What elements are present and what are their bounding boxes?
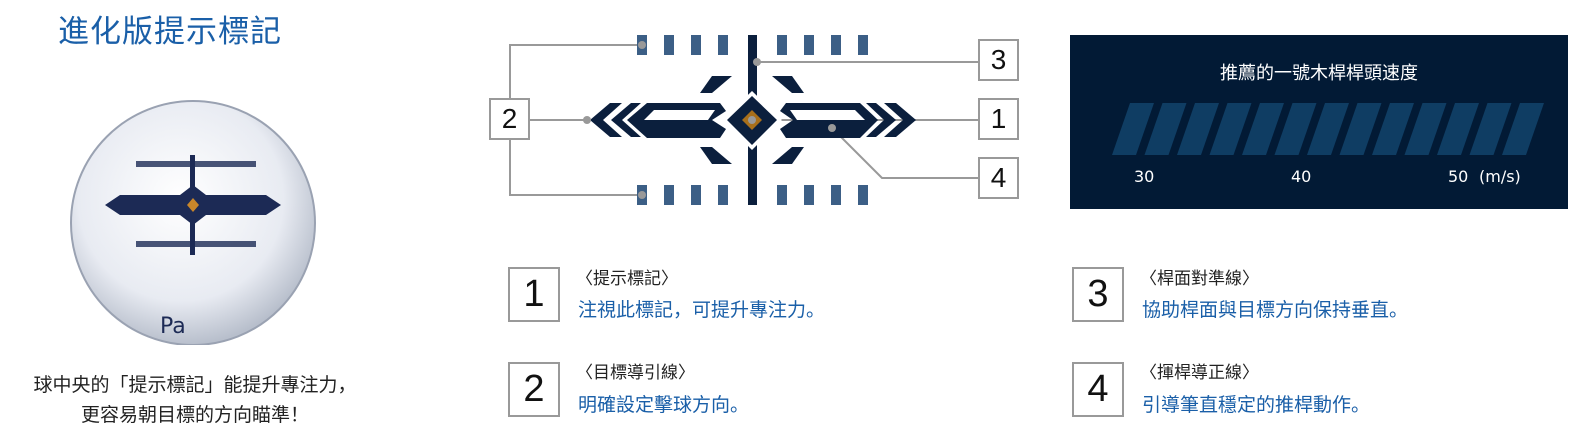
speed-stripe — [1372, 103, 1414, 155]
speed-stripes — [1112, 103, 1544, 155]
section-title: 進化版提示標記 — [58, 14, 282, 50]
golf-ball-image: Pa — [70, 100, 316, 345]
tick-30: 30 — [1134, 167, 1155, 186]
speed-stripe — [1209, 103, 1252, 155]
speed-stripe — [1404, 103, 1447, 155]
swing-speed-panel: 推薦的一號木桿桿頭速度 30 40 50 (m/s) — [1070, 35, 1568, 209]
tick-50: 50 — [1448, 167, 1469, 186]
speed-stripe — [1469, 103, 1512, 155]
legend-number-1: 1 — [508, 267, 560, 322]
caption-line-2: 更容易朝目標的方向瞄準！ — [80, 404, 309, 426]
legend-label-3: 〈桿面對準線〉 — [1140, 269, 1259, 289]
speed-stripe — [1339, 103, 1382, 155]
speed-stripe — [1307, 103, 1349, 155]
alignment-marker-diagram — [509, 35, 978, 205]
unit-label: (m/s) — [1479, 167, 1521, 186]
legend-number-2: 2 — [508, 362, 560, 417]
tick-40: 40 — [1291, 167, 1312, 186]
svg-text:Pa: Pa — [160, 314, 186, 339]
legend-desc-4: 引導筆直穩定的推桿動作。 — [1142, 394, 1371, 416]
callout-4: 4 — [978, 157, 1019, 199]
legend-label-4: 〈揮桿導正線〉 — [1140, 363, 1259, 383]
speed-stripe — [1437, 103, 1479, 155]
callout-2: 2 — [489, 98, 530, 140]
legend-desc-2: 明確設定擊球方向。 — [578, 394, 750, 416]
callout-1: 1 — [978, 98, 1019, 140]
speed-stripe — [1144, 103, 1187, 155]
legend-label-2: 〈目標導引線〉 — [576, 363, 695, 383]
legend-desc-3: 協助桿面與目標方向保持垂直。 — [1142, 299, 1409, 321]
speed-stripe — [1502, 103, 1544, 155]
speed-stripe — [1274, 103, 1317, 155]
speed-stripe — [1177, 103, 1219, 155]
callout-3: 3 — [978, 39, 1019, 81]
legend-desc-1: 注視此標記，可提升專注力。 — [578, 299, 826, 321]
caption-line-1: 球中央的「提示標記」能提升專注力， — [33, 374, 357, 396]
leader-dots — [583, 41, 836, 199]
speed-stripe — [1242, 103, 1284, 155]
legend-label-1: 〈提示標記〉 — [576, 269, 678, 289]
panel-title: 推薦的一號木桿桿頭速度 — [1220, 63, 1418, 84]
speed-stripe — [1112, 103, 1154, 155]
legend-number-4: 4 — [1072, 362, 1124, 417]
legend-number-3: 3 — [1072, 267, 1124, 322]
